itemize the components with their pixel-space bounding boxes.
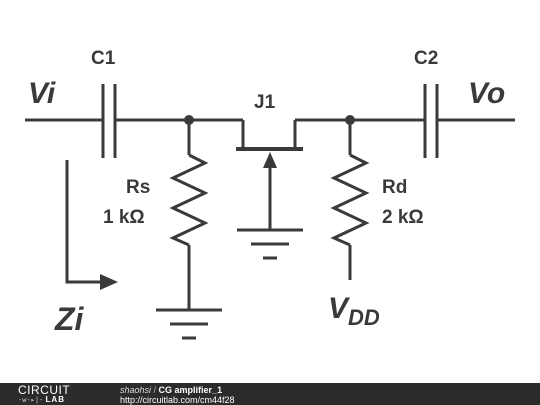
capacitor-c1 [101,84,117,158]
supply-label-sub: DD [348,305,380,330]
capacitor-c2 [423,84,439,158]
impedance-label: Zi [54,301,85,337]
supply-label-main: V [328,292,351,325]
rd-value-label: 2 kΩ [382,207,424,228]
junction-node-drain [345,115,355,125]
logo-text-top: CIRCUIT [18,383,71,397]
supply-label: VDD [328,292,380,330]
impedance-arrow [65,160,118,290]
logo-wave-icon: -w-▸|- [18,396,44,404]
rd-ref-label: Rd [382,177,407,198]
j1-label: J1 [254,92,276,113]
schematic-diagram: Vi Vo C1 C2 J1 Rs 1 kΩ Rd 2 kΩ Zi VDD [25,48,515,340]
circuit-meta: shaohsi / CG amplifier_1 http://circuitl… [120,385,235,405]
ground-gate [237,228,303,260]
circuitlab-logo: CIRCUIT -w-▸|- LAB [18,384,98,404]
circuit-title[interactable]: CG amplifier_1 [158,385,223,395]
meta-separator: / [151,385,159,395]
logo-lab: LAB [45,395,65,404]
c1-label: C1 [91,48,116,69]
footer-bar: CIRCUIT -w-▸|- LAB shaohsi / CG amplifie… [0,383,540,405]
circuit-url[interactable]: http://circuitlab.com/cm44f28 [120,395,235,405]
c2-label: C2 [414,48,438,69]
rs-ref-label: Rs [126,177,150,198]
author-name[interactable]: shaohsi [120,385,152,395]
resistor-rs [169,120,209,310]
jfet-j1 [236,147,303,230]
rs-value-label: 1 kΩ [103,207,145,228]
output-label: Vo [468,77,505,110]
junction-node-source [184,115,194,125]
input-label: Vi [28,77,56,110]
logo-text-bottom: -w-▸|- LAB [18,395,65,405]
resistor-rd [330,120,370,280]
ground-rs [156,308,222,340]
